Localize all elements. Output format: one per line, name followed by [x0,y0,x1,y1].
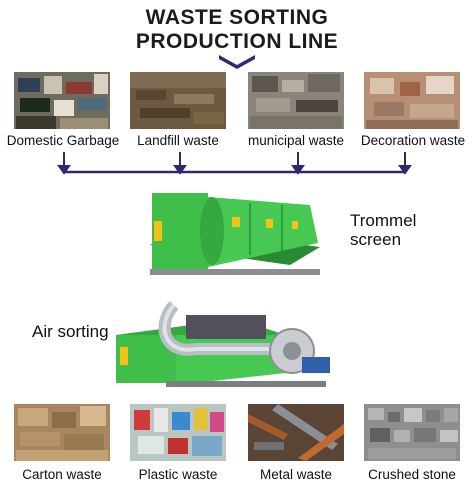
domestic-garbage-photo [14,72,110,129]
chevron-down-icon [219,55,255,69]
crushed-stone-photo [364,404,460,461]
input-label: municipal waste [247,133,345,148]
output-label: Plastic waste [138,467,218,482]
title-line-1: WASTE SORTING [145,6,329,29]
input-label: Decoration waste [360,133,466,148]
stage-label-air-sorting: Air sorting [32,322,109,341]
decoration-waste-photo [364,72,460,129]
title-line-2: PRODUCTION LINE [135,30,339,53]
output-label: Crushed stone [368,467,456,482]
input-label: Domestic Garbage [6,133,120,148]
trommel-screen-illustration [150,193,320,275]
carton-waste-photo [14,404,110,461]
output-label: Carton waste [22,467,102,482]
plastic-waste-photo [130,404,226,461]
input-label: Landfill waste [137,133,219,148]
metal-waste-photo [248,404,344,461]
landfill-waste-photo [130,72,226,129]
flow-connector [57,152,412,175]
municipal-waste-photo [248,72,344,129]
stage-label-trommel: Trommel screen [350,211,417,249]
air-sorting-illustration [116,300,330,387]
output-label: Metal waste [259,467,333,482]
